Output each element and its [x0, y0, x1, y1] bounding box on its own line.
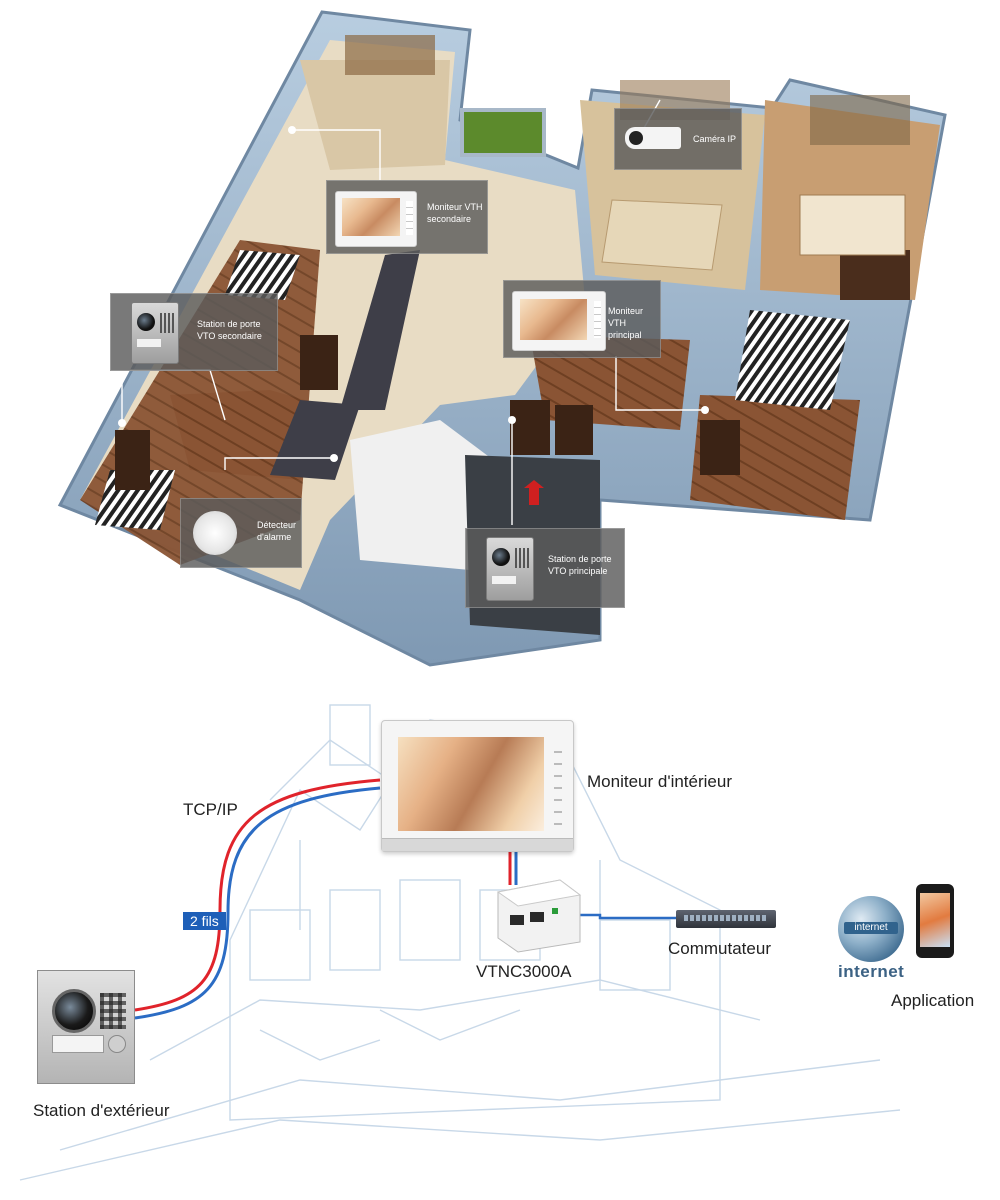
monitor-screen [398, 737, 544, 831]
callout-dot [508, 416, 516, 424]
curtain [345, 35, 435, 75]
outdoor-station-label: Station d'extérieur [33, 1101, 170, 1120]
keypad [100, 993, 126, 1029]
house-floorplan: Moniteur VTH secondaire Caméra IP Statio… [57, 10, 947, 667]
callout-label: Moniteur VTH principal [608, 306, 644, 340]
call-button-icon [108, 1035, 126, 1053]
monitor-buttons [554, 741, 562, 827]
door [700, 420, 740, 475]
house-sketch-and-wires [19, 704, 901, 1181]
callout-label: Moniteur VTH secondaire [427, 202, 483, 224]
callout-secondary-door-station: Station de porte VTO secondaire [110, 293, 278, 371]
camera-lens-icon [52, 989, 96, 1033]
name-plate [52, 1035, 104, 1053]
callout-label: Station de porte VTO secondaire [197, 319, 262, 341]
vth-monitor-icon [335, 191, 417, 247]
smartphone-icon [916, 884, 954, 958]
callout-main-door-station: Station de porte VTO principale [465, 528, 625, 608]
curtain [810, 95, 910, 145]
vtnc-label: VTNC3000A [476, 962, 572, 981]
stripe-rug-right [735, 310, 850, 410]
smoke-detector-icon [193, 511, 237, 555]
internet-globe-icon: internet [838, 896, 904, 962]
door [840, 250, 910, 300]
entry-red-arrow [524, 480, 544, 505]
callout-secondary-monitor: Moniteur VTH secondaire [326, 180, 488, 254]
application-label: Application [891, 991, 975, 1010]
callout-dot [330, 454, 338, 462]
house-sketch [19, 704, 901, 1181]
vto-door-station-icon [486, 537, 534, 601]
living-rug [601, 199, 723, 271]
tcpip-wire-red [134, 778, 381, 1012]
kitchen-counter-front [270, 400, 360, 480]
vtnc-to-switch-wire [578, 913, 676, 920]
vto-door-station-icon [131, 302, 179, 364]
callout-main-monitor: Moniteur VTH principal [503, 280, 661, 358]
kitchen-counter [340, 250, 420, 410]
vth-monitor-icon [512, 291, 606, 351]
network-switch-device [676, 910, 776, 928]
indoor-monitor-label: Moniteur d'intérieur [587, 772, 732, 791]
callout-label: Station de porte VTO principale [548, 554, 612, 576]
monitor-chin [382, 838, 573, 851]
callout-dot [118, 419, 126, 427]
tcpip-wire-blue [134, 786, 381, 1020]
door [555, 405, 593, 455]
switch-ports [684, 915, 768, 921]
stripe-rug-left [225, 250, 300, 300]
callout-label: Détecteur d'alarme [257, 520, 297, 542]
phone-screen [920, 893, 950, 947]
indoor-monitor-device [381, 720, 574, 852]
switch-label: Commutateur [668, 939, 771, 958]
tcpip-label: TCP/IP [183, 800, 238, 819]
globe-ribbon-text: internet [844, 922, 898, 934]
dining-room [300, 60, 450, 170]
two-wires-badge: 2 fils [183, 912, 226, 930]
callout-alarm-detector: Détecteur d'alarme [180, 498, 302, 568]
planter [460, 108, 546, 157]
ip-camera-icon [625, 127, 681, 149]
internet-label: internet [838, 962, 905, 981]
door [510, 400, 550, 455]
callout-ip-camera: Caméra IP [614, 108, 742, 170]
door [115, 430, 150, 490]
callout-dot [288, 126, 296, 134]
bed [799, 194, 906, 256]
outdoor-station-device [37, 970, 135, 1084]
vtnc3000a-device [496, 879, 582, 953]
door [300, 335, 338, 390]
callout-dot [701, 406, 709, 414]
callout-label: Caméra IP [693, 134, 737, 144]
